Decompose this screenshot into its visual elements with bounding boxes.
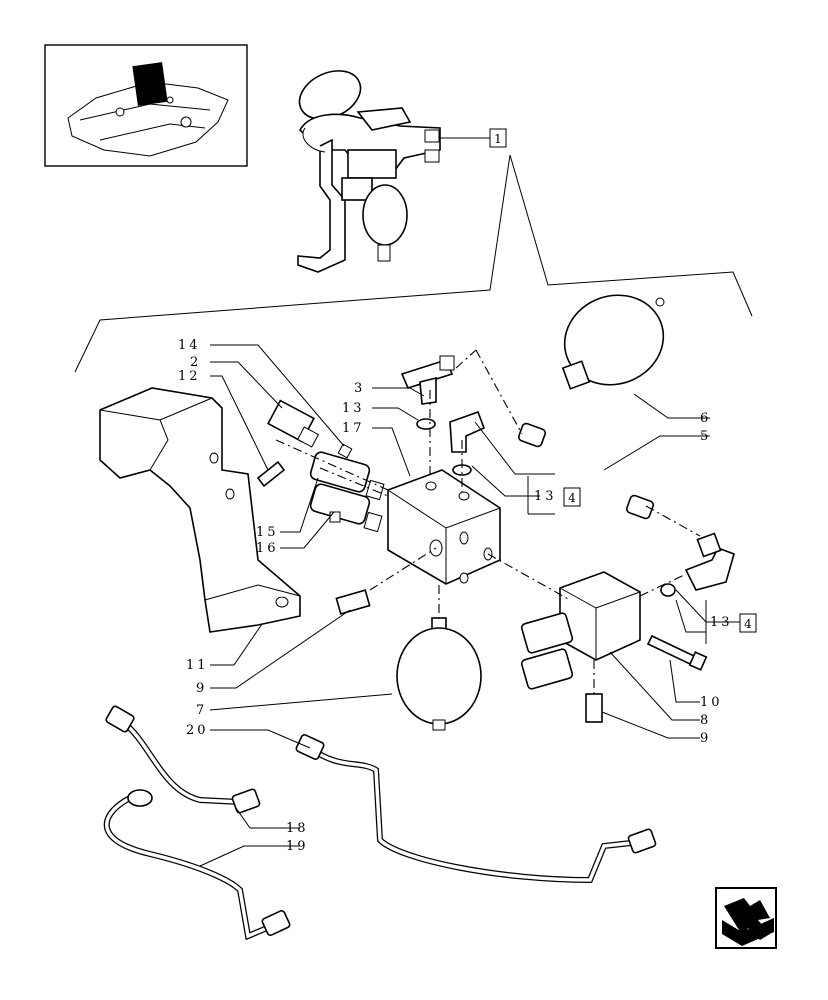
callout-2: 2 bbox=[190, 355, 201, 370]
tee-fitting-3 bbox=[400, 355, 455, 405]
callout-9-b: 9 bbox=[700, 731, 711, 746]
callout-10: 10 bbox=[700, 695, 723, 710]
accumulator-7 bbox=[396, 617, 482, 731]
svg-text:1: 1 bbox=[494, 132, 502, 146]
leader-lines bbox=[199, 344, 740, 867]
callout-13-b: 13 bbox=[534, 489, 557, 504]
thumbnail-frame[interactable] bbox=[44, 44, 248, 167]
callout-15: 15 bbox=[256, 525, 279, 540]
pressure-pipe-5 bbox=[517, 390, 655, 520]
valve-block-17 bbox=[387, 469, 501, 585]
callout-5: 5 bbox=[700, 429, 711, 444]
elbow-fitting bbox=[449, 410, 486, 453]
mounting-bracket bbox=[99, 387, 301, 633]
callout-18: 18 bbox=[286, 821, 309, 836]
screw-12 bbox=[256, 460, 286, 488]
callout-3: 3 bbox=[354, 381, 365, 396]
valve-cartridge-2 bbox=[267, 399, 320, 448]
solenoid-valve-16 bbox=[309, 483, 383, 533]
callout-16: 16 bbox=[256, 541, 279, 556]
callout-19: 19 bbox=[286, 839, 309, 854]
reference-box-1: 1 bbox=[489, 128, 507, 148]
accumulator-6 bbox=[561, 294, 665, 390]
callout-13-a: 13 bbox=[342, 401, 365, 416]
reference-box-4-mid: 4 bbox=[563, 487, 581, 507]
callout-20: 20 bbox=[186, 723, 209, 738]
callout-labels: 14 2 12 3 13 17 13 6 5 15 16 13 11 9 7 2… bbox=[178, 338, 733, 854]
callout-11: 11 bbox=[186, 658, 209, 673]
svg-text:4: 4 bbox=[744, 617, 752, 631]
directional-valve-8 bbox=[520, 571, 641, 690]
pipe-19 bbox=[103, 789, 291, 941]
pipe-20 bbox=[295, 733, 657, 884]
solenoid-valve-15 bbox=[309, 451, 385, 501]
callout-8: 8 bbox=[700, 713, 711, 728]
top-assembly-illustration bbox=[297, 70, 441, 273]
callout-17: 17 bbox=[342, 421, 365, 436]
next-page-arrow-icon[interactable] bbox=[715, 887, 777, 949]
elbow-fitting-4 bbox=[660, 532, 735, 597]
adapter-9-right bbox=[585, 693, 603, 723]
bolt-10 bbox=[646, 634, 708, 671]
callout-12: 12 bbox=[178, 369, 201, 384]
adapter-9-left bbox=[335, 589, 371, 615]
callout-14: 14 bbox=[178, 338, 201, 353]
callout-13-c: 13 bbox=[710, 615, 733, 630]
tractor-housing-thumbnail-icon bbox=[67, 62, 229, 157]
washer-13-a bbox=[416, 418, 436, 430]
callout-9-a: 9 bbox=[196, 681, 207, 696]
fitting-14 bbox=[337, 443, 353, 459]
callout-7: 7 bbox=[196, 703, 207, 718]
pipe-18 bbox=[105, 705, 261, 814]
assembly-centerlines bbox=[275, 349, 701, 694]
svg-text:4: 4 bbox=[568, 491, 576, 505]
callout-6: 6 bbox=[700, 411, 711, 426]
reference-box-4-right: 4 bbox=[739, 613, 757, 633]
